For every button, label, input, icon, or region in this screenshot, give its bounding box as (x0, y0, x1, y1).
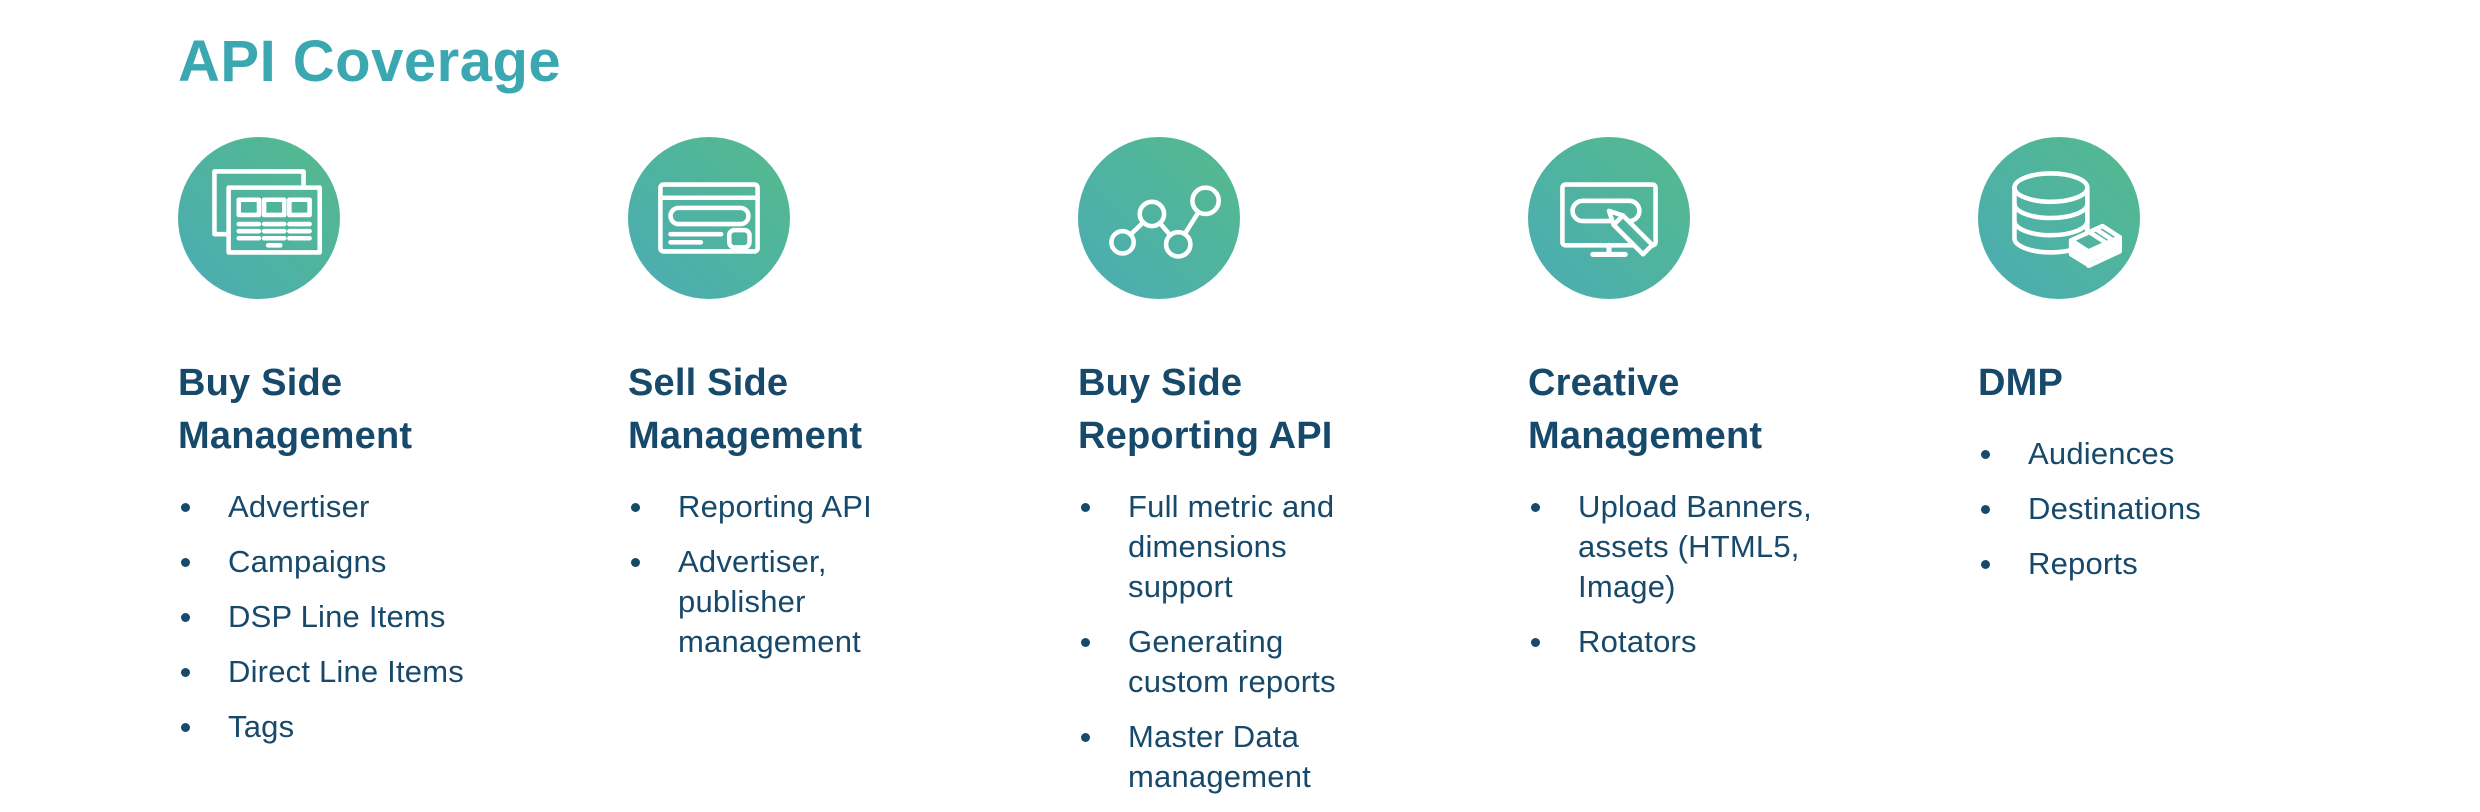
bullet-dot-icon (181, 613, 190, 622)
feature-columns-row: Buy Side Management Advertiser Campaigns… (178, 137, 2480, 812)
feature-list: Full metric and dimensions support Gener… (1078, 487, 1528, 797)
bullet-dot-icon (181, 503, 190, 512)
column-sell-side-management: Sell Side Management Reporting API Adver… (628, 137, 1078, 812)
column-heading: Sell Side Management (628, 362, 863, 457)
monitor-pencil-icon (1528, 137, 1690, 299)
feature-list: Audiences Destinations Reports (1978, 434, 2428, 584)
list-item: Advertiser (178, 487, 628, 527)
list-item-text: Reports (2028, 546, 2138, 581)
feature-list: Upload Banners, assets (HTML5, Image) Ro… (1528, 487, 1978, 662)
database-money-icon (1978, 137, 2140, 299)
list-item: Destinations (1978, 489, 2428, 529)
column-creative-management: Creative Management Upload Banners, asse… (1528, 137, 1978, 812)
list-item: DSP Line Items (178, 597, 628, 637)
bullet-dot-icon (1981, 560, 1990, 569)
list-item-text: Audiences (2028, 436, 2175, 471)
bullet-dot-icon (1531, 638, 1540, 647)
column-buy-side-management: Buy Side Management Advertiser Campaigns… (178, 137, 628, 812)
column-dmp: DMP Audiences Destinations Reports (1978, 137, 2428, 812)
list-item: Direct Line Items (178, 652, 628, 692)
list-item-text: Upload Banners, assets (HTML5, Image) (1578, 489, 1812, 604)
bullet-dot-icon (181, 558, 190, 567)
list-item-text: Campaigns (228, 544, 387, 579)
overlapping-browser-windows-icon (178, 137, 340, 299)
list-item: Campaigns (178, 542, 628, 582)
column-heading: Buy Side Management (178, 362, 413, 457)
list-item-text: DSP Line Items (228, 599, 446, 634)
bullet-dot-icon (1081, 733, 1090, 742)
line-chart-nodes-icon (1078, 137, 1240, 299)
bullet-dot-icon (631, 503, 640, 512)
bullet-dot-icon (181, 668, 190, 677)
bullet-dot-icon (1081, 638, 1090, 647)
bullet-dot-icon (1531, 503, 1540, 512)
bullet-dot-icon (181, 723, 190, 732)
list-item: Audiences (1978, 434, 2428, 474)
list-item-text: Advertiser (228, 489, 370, 524)
list-item-text: Full metric and dimensions support (1128, 489, 1335, 604)
list-item: Generating custom reports (1078, 622, 1528, 702)
list-item-text: Reporting API (678, 489, 872, 524)
column-buy-side-reporting-api: Buy Side Reporting API Full metric and d… (1078, 137, 1528, 812)
list-item-text: Advertiser, publisher management (678, 544, 861, 659)
list-item: Tags (178, 707, 628, 747)
credit-card-icon (628, 137, 790, 299)
list-item: Upload Banners, assets (HTML5, Image) (1528, 487, 1978, 607)
page-title: API Coverage (178, 29, 562, 94)
bullet-dot-icon (631, 558, 640, 567)
list-item: Reports (1978, 544, 2428, 584)
column-heading: DMP (1978, 362, 2064, 404)
list-item: Full metric and dimensions support (1078, 487, 1528, 607)
list-item-text: Tags (228, 709, 295, 744)
list-item-text: Rotators (1578, 624, 1697, 659)
list-item-text: Generating custom reports (1128, 624, 1336, 699)
feature-list: Advertiser Campaigns DSP Line Items Dire… (178, 487, 628, 747)
list-item-text: Direct Line Items (228, 654, 464, 689)
list-item-text: Master Data management (1128, 719, 1311, 794)
list-item: Master Data management (1078, 717, 1528, 797)
bullet-dot-icon (1981, 450, 1990, 459)
list-item: Advertiser, publisher management (628, 542, 1078, 662)
column-heading: Creative Management (1528, 362, 1763, 457)
bullet-dot-icon (1981, 505, 1990, 514)
column-heading: Buy Side Reporting API (1078, 362, 1333, 457)
feature-list: Reporting API Advertiser, publisher mana… (628, 487, 1078, 662)
list-item: Rotators (1528, 622, 1978, 662)
list-item: Reporting API (628, 487, 1078, 527)
bullet-dot-icon (1081, 503, 1090, 512)
list-item-text: Destinations (2028, 491, 2201, 526)
